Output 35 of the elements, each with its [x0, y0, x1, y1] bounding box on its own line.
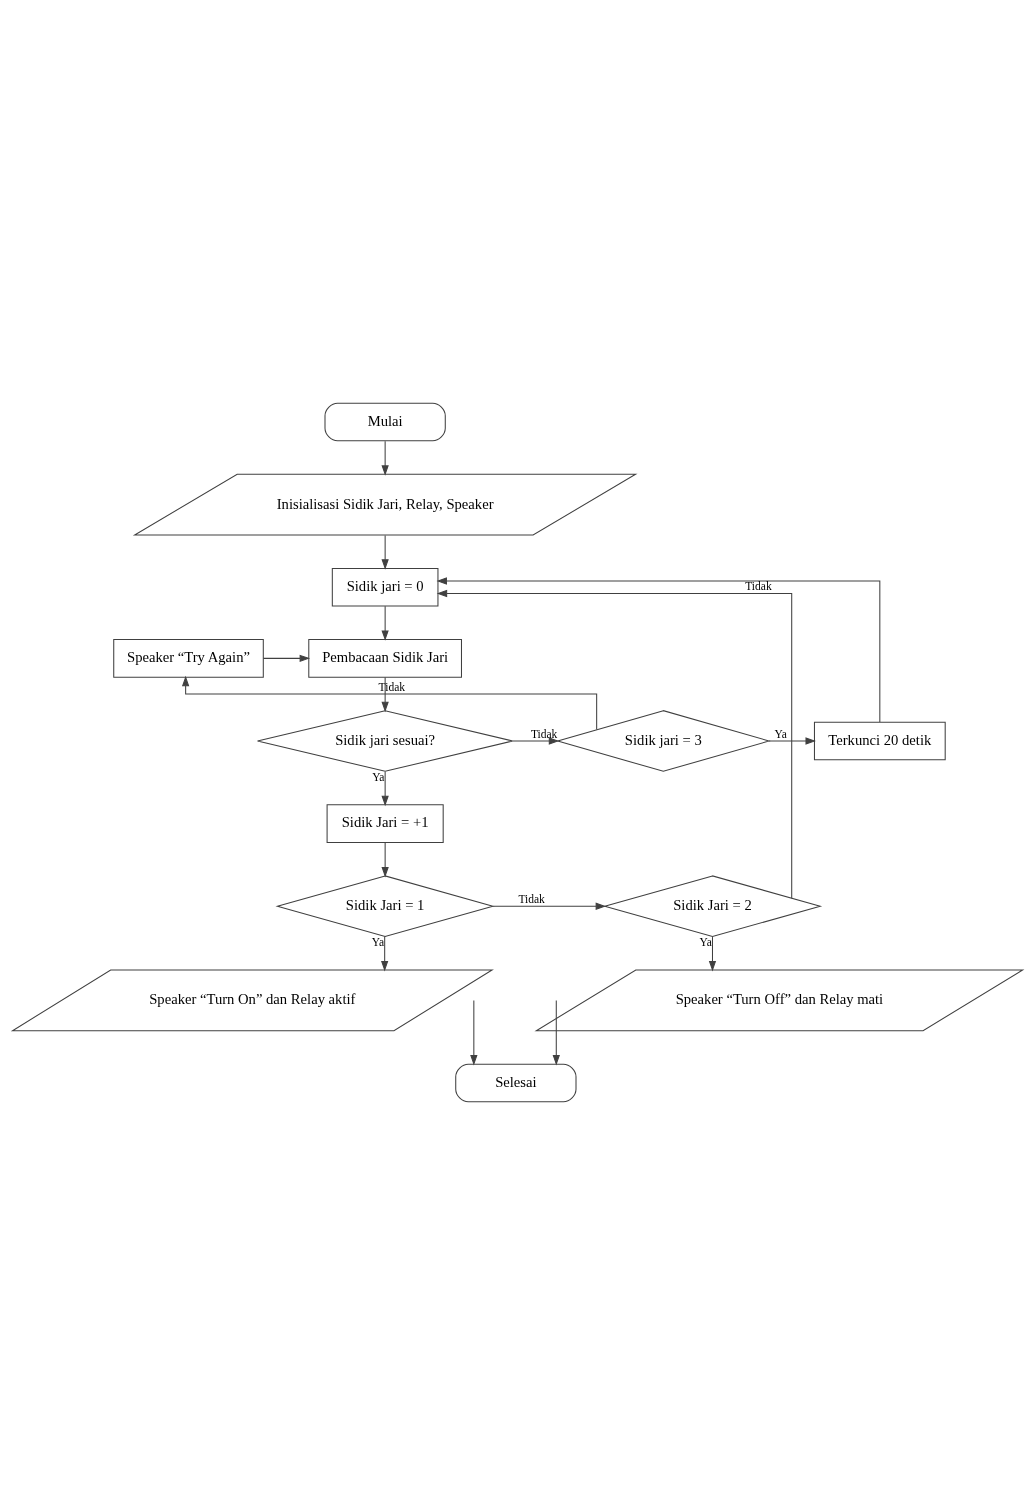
node-box: Mulai [324, 402, 446, 441]
node-diamond: Sidik Jari = 2 [602, 874, 823, 937]
arrow [436, 589, 793, 899]
arrow [181, 675, 598, 730]
edge-label: Ya [371, 935, 385, 948]
arrow [262, 654, 311, 662]
node-box: Selesai [455, 1063, 577, 1102]
node-box: Speaker “Try Again” [113, 638, 264, 678]
node-box: Pembacaan Sidik Jari [308, 638, 462, 678]
edge-label: Ya [774, 727, 787, 740]
node-box: Sidik jari = 0 [331, 567, 439, 607]
arrow [512, 736, 560, 745]
edge-label: Tidak [378, 680, 406, 693]
arrow [552, 999, 560, 1066]
edge-label: Tidak [530, 727, 558, 740]
arrow [381, 676, 389, 712]
node-diamond: Sidik Jari = 1 [275, 874, 495, 937]
arrow [768, 736, 816, 745]
arrow [470, 999, 478, 1066]
arrow [708, 936, 717, 971]
arrow [381, 605, 389, 641]
arrow [381, 534, 389, 570]
edge-label: Ya [372, 770, 385, 783]
arrow [381, 841, 389, 877]
edge-label: Tidak [518, 892, 545, 905]
node-box: Terkunci 20 detik [813, 721, 946, 760]
edge-label: Tidak [745, 579, 772, 592]
arrow [381, 440, 389, 476]
arrow [381, 770, 389, 806]
arrow [436, 576, 881, 723]
node-box: Sidik Jari = +1 [326, 803, 444, 843]
arrow [492, 902, 607, 910]
node-diamond: Sidik jari sesuai? [257, 709, 514, 772]
edge-label: Ya [699, 935, 712, 948]
arrow [381, 935, 389, 971]
